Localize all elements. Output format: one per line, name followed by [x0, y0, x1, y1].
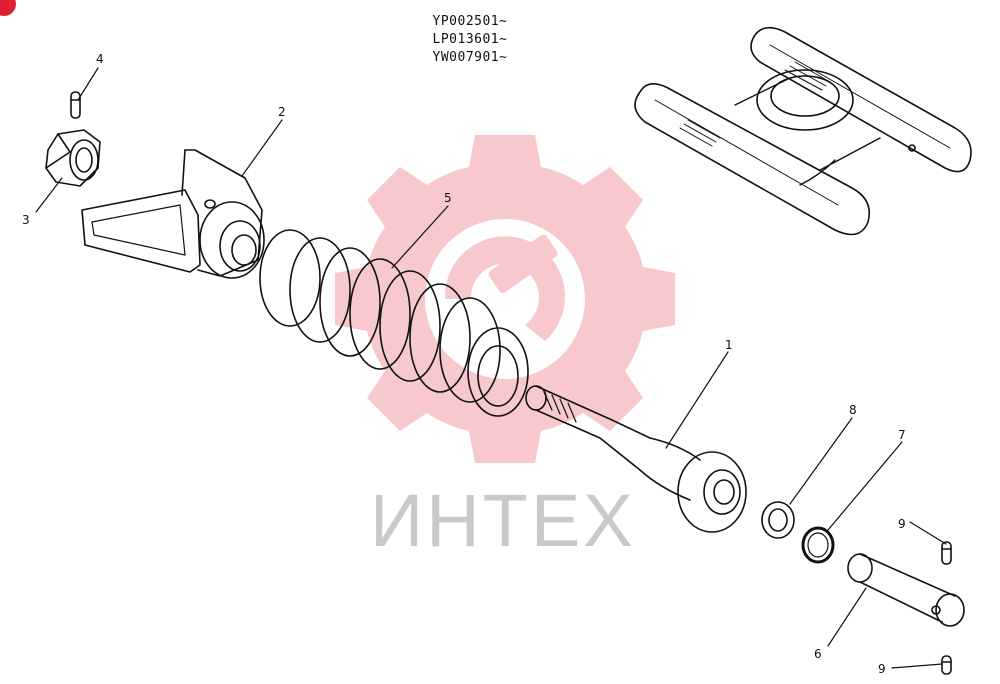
part-5-spring	[259, 229, 529, 417]
part-6-shaft	[847, 553, 965, 627]
callout-5: 5	[444, 191, 452, 205]
callout-9-lower: 9	[878, 662, 886, 676]
callout-3: 3	[22, 213, 30, 227]
part-9-pin-upper	[941, 541, 952, 565]
callout-1: 1	[725, 338, 733, 352]
undercarriage-inset-drawing	[634, 26, 972, 236]
serial-number-1: YP002501~	[432, 14, 508, 29]
callout-2: 2	[278, 105, 286, 119]
serial-number-2: LP013601~	[432, 32, 508, 47]
corner-marker	[0, 0, 16, 16]
watermark-text: ИНТЕХ	[370, 479, 636, 562]
part-9-pin-lower	[941, 655, 952, 675]
part-2-yoke	[81, 149, 265, 279]
callout-7: 7	[898, 428, 906, 442]
callout-4: 4	[96, 52, 104, 66]
callout-9-upper: 9	[898, 517, 906, 531]
part-7-o-ring	[801, 526, 835, 564]
callout-6: 6	[814, 647, 822, 661]
part-8-washer	[761, 501, 795, 539]
callout-8: 8	[849, 403, 857, 417]
part-1-rod	[525, 385, 747, 533]
serial-number-3: YW007901~	[432, 50, 508, 65]
leader-lines	[35, 67, 947, 669]
part-3-nut	[45, 129, 101, 187]
part-4-pin	[70, 91, 81, 119]
